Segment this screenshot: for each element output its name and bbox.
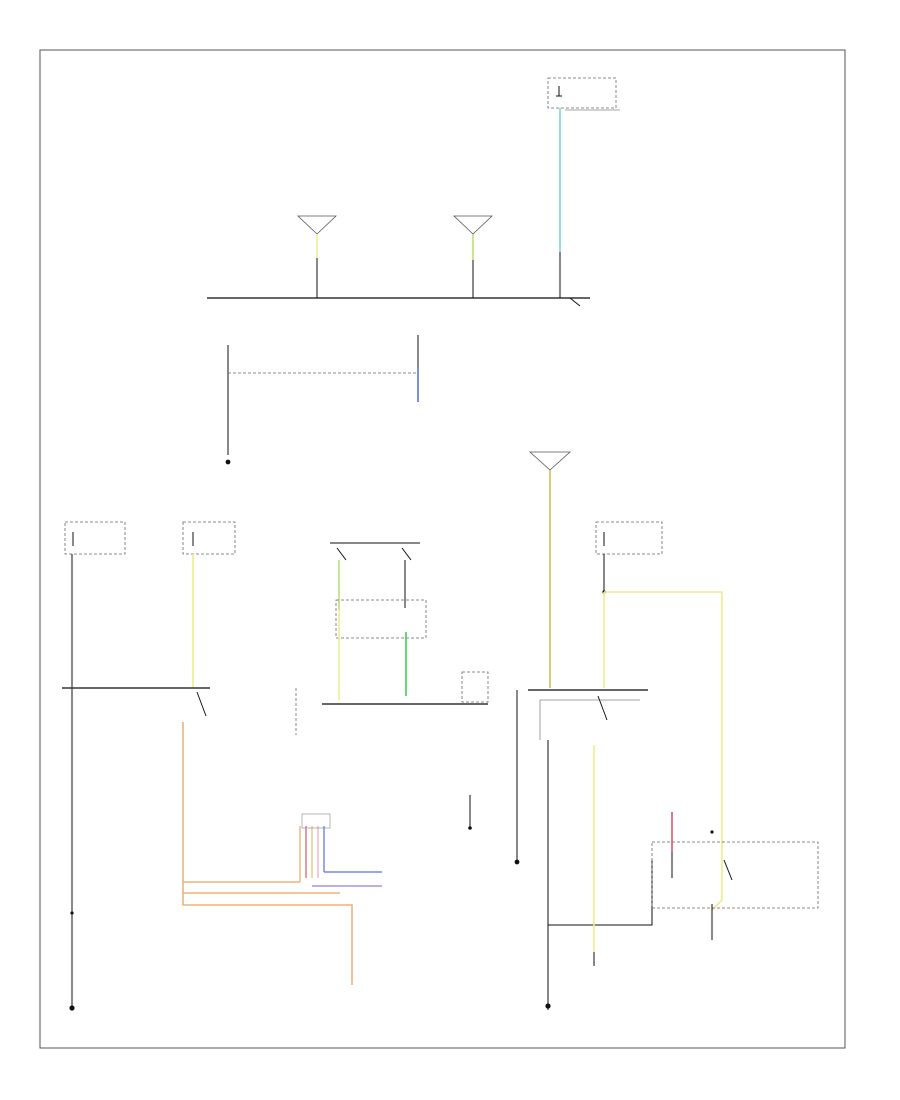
- switch-contact-right: [597, 695, 608, 721]
- fuse-box-left-1: [64, 521, 126, 555]
- connector-cluster: [301, 813, 382, 887]
- wire-orange: [182, 722, 353, 985]
- fuse-box-top-right: [547, 77, 620, 111]
- splice-dot-left: [69, 1005, 75, 1011]
- right-module-box: [651, 841, 819, 909]
- wire-yellow-right: [604, 591, 723, 911]
- splice-dot-module: [710, 830, 714, 834]
- connector-triangle-2: [452, 215, 494, 235]
- top-bus-stub: [569, 297, 581, 307]
- connector-triangle-1: [296, 215, 338, 235]
- switch-contact-module: [723, 859, 733, 881]
- splice-dot-left-2: [70, 911, 74, 915]
- ground-symbol-1: [225, 459, 231, 465]
- splice-dot-right-bottom: [545, 1003, 551, 1009]
- fuse-box-left-2: [182, 521, 236, 555]
- fuse-box-right: [595, 521, 663, 555]
- connector-triangle-3: [528, 451, 572, 471]
- center-right-box: [461, 671, 489, 703]
- ground-symbol-2: [514, 859, 520, 865]
- switch-contact-left: [196, 691, 207, 717]
- bracket-right: [539, 699, 640, 740]
- wire-black-right-loop: [548, 860, 653, 926]
- splice-dot-mid: [468, 826, 472, 830]
- center-connector: [330, 542, 420, 561]
- center-fuse-box: [335, 599, 427, 639]
- diagram-border: [39, 49, 846, 1049]
